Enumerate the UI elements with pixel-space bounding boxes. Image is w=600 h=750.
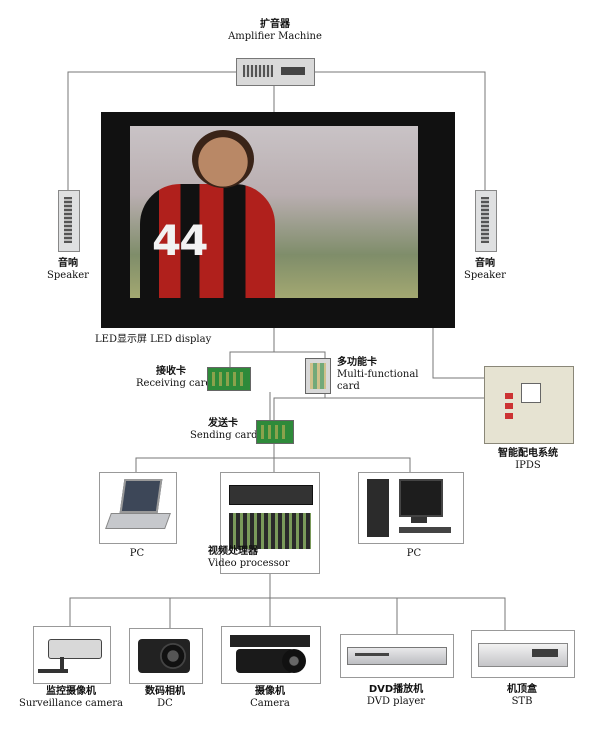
stb-box <box>471 630 575 678</box>
receiving-card-device <box>207 367 251 391</box>
camera-box <box>221 626 321 684</box>
speaker-right-device <box>475 190 497 252</box>
speaker-left-device <box>58 190 80 252</box>
pc-right-label: PC <box>406 548 422 559</box>
sending-card-device <box>256 420 294 444</box>
led-display-screen: 44 <box>101 112 455 328</box>
screen-image: 44 <box>130 126 418 298</box>
dvd-player-box <box>340 634 454 678</box>
amplifier-device <box>236 58 315 86</box>
pc-right-box <box>358 472 464 544</box>
multi-card-device <box>305 358 331 394</box>
player-figure <box>140 184 275 298</box>
led-display-label: LED显示屏 LED display <box>95 334 212 345</box>
dc-box <box>129 628 203 684</box>
surveillance-camera-box <box>33 626 111 684</box>
video-processor-box <box>220 472 320 574</box>
pc-left-label: PC <box>129 548 145 559</box>
pc-left-box <box>99 472 177 544</box>
player-head <box>192 130 254 188</box>
ipds-cabinet <box>484 366 574 444</box>
jersey-number: 44 <box>152 216 208 265</box>
